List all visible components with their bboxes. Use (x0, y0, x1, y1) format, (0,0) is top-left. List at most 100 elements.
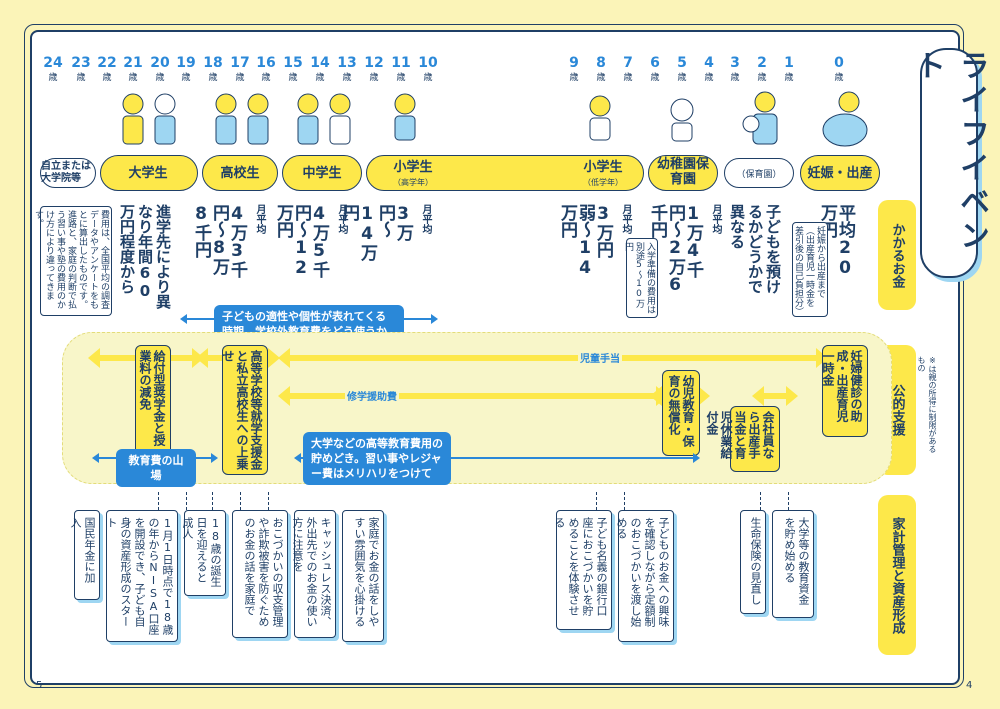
stage-bar-chugaku (282, 155, 362, 191)
toddler-illustration (670, 98, 694, 142)
pregnant-woman-illustration (822, 91, 868, 147)
stage-bar-yochien (648, 155, 718, 191)
connector (158, 492, 159, 510)
high-school-students-illustration (215, 93, 269, 145)
sheet-border (24, 24, 964, 688)
stage-jiritsu: 自立または大学院等 (40, 158, 96, 188)
fin-item: 子ども名義の銀行口座におこづかいを貯めることを体験させる (553, 510, 612, 630)
msg-chokin: 大学などの高等教育費用の貯めどき。習い事やレジャー費はメリハリをつけて (303, 432, 451, 485)
stage-bar-daigaku (100, 155, 198, 191)
cost-chugaku: 4万5千円〜12万円 (273, 204, 329, 278)
fin-item: 家庭でお金の話をしやすい雰囲気を心掛ける (342, 510, 384, 642)
page-title: ライフイベント (910, 50, 989, 254)
cost-koko: 4万3千円〜8万8千円 (191, 204, 247, 278)
label-shugaku: 修学援助費 (345, 388, 399, 403)
parent-with-baby-illustration (742, 91, 778, 145)
cost-note-yochien: 入学準備の費用は別途5〜10万円 (623, 238, 658, 318)
connector (596, 492, 597, 510)
stage-bar-ninshin (800, 155, 880, 191)
stage-chugaku: 中学生 (302, 166, 342, 181)
middle-school-students-illustration (297, 93, 351, 145)
stage-bar-koko (202, 155, 278, 191)
stage-yochien: 幼稚園保育園 (656, 157, 709, 187)
cost-note-ninshin: 妊娠から出産まで（出産育児一時金を差引後の自己負担分） (792, 222, 828, 317)
fin-item: 生命保険の見直し (740, 510, 766, 614)
support-kaisha: 会社員なら出産手当金と育児休業給付金 (705, 406, 780, 472)
connector (760, 492, 761, 510)
fin-item: キャッシュレス決済、外出先でのお金の使い方に注意を (291, 510, 336, 638)
label-jido-teate: 児童手当 (578, 350, 622, 365)
stage-bar-shogakusei (366, 155, 644, 191)
fin-item: 国民年金に加入 (69, 510, 100, 600)
connector (186, 492, 187, 510)
stage-koko: 高校生 (220, 166, 260, 181)
fin-item: おこづかいの収支管理や詐欺被害を防ぐためのお金の話を家庭で (232, 510, 288, 638)
support-kyufu: 給付型奨学金と授業料の減免 (135, 345, 171, 457)
stage-hoikuen: （保育園） (724, 158, 794, 188)
connector (240, 492, 241, 510)
fin-item: 1月1日時点で18歳の年からNISA口座を開設でき、子ども自身の資産形成のスター… (105, 510, 178, 642)
side-tab-kakaru: かかるお金 (878, 200, 916, 310)
stage-daigaku: 大学生 (128, 166, 168, 181)
page-number-left: 5 (36, 680, 43, 691)
fin-item: 子どものお金への興味を確認しながら定額制のおこづかいを渡し始める (615, 510, 674, 642)
cost-hoikuen: 子どもを預けるかどうかで異なる (728, 204, 782, 294)
arrow-shugaku (278, 386, 668, 406)
student-couple-illustration (122, 93, 176, 145)
cost-prefix-sho-high: 月平均 (420, 204, 431, 234)
cost-note-daigaku: 費用は、全国平均の調査データやアンケートをもとに算出したものです。進路と、家庭の… (33, 206, 112, 316)
support-koko-shien: 高等学校等就学支援金と私立高校生への上乗せ (221, 345, 268, 475)
page-number-right: 4 (966, 680, 973, 691)
cost-sho-low: 3万円弱〜14万円 (557, 204, 613, 278)
cost-prefix-sho-low: 月平均 (620, 204, 631, 234)
elementary-student-illustration (394, 93, 416, 141)
connector (624, 492, 625, 510)
arrow-kaisha (752, 386, 798, 406)
cost-yochien: 1万4千円〜2万6千円 (647, 204, 703, 295)
side-tab-kakei: 家計管理と資産形成 (878, 495, 916, 655)
connector (788, 492, 789, 510)
support-ninpu: 妊婦健診の助成・出産育児一時金 (821, 345, 868, 437)
footnote: ※は親の所得に制限があるもの (917, 356, 937, 453)
connector (212, 492, 213, 510)
cost-daigaku: 進学先により異なり年間60万円程度から (118, 204, 172, 309)
cost-prefix-yochien: 月平均 (710, 204, 721, 234)
title-box: ライフイベント (910, 48, 989, 278)
cost-prefix-koko: 月平均 (254, 204, 265, 234)
stage-ninshin: 妊娠・出産 (807, 166, 873, 181)
stage-sho-high: 小学生（高学年） (393, 160, 433, 187)
connector (268, 492, 269, 510)
label-yamaba: 教育費の山場 (116, 449, 196, 487)
cost-ninshin: 平均20万円 (817, 204, 855, 278)
first-grader-illustration (589, 95, 611, 141)
support-yoji: 幼児教育・保育の無償化 (662, 370, 700, 456)
stage-sho-low: 小学生（低学年） (583, 160, 623, 187)
fin-item: 大学等の教育資金を貯め始める (772, 510, 814, 618)
cost-sho-high: 3万円〜14万円 (339, 204, 413, 261)
arrow-chokin (294, 453, 700, 463)
